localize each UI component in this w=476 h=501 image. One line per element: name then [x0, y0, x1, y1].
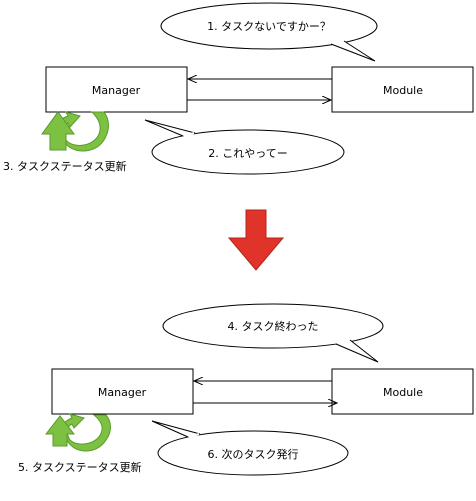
cycle-arrow-icon	[44, 413, 111, 452]
bubble-text-task-request: 1. タスクないですかー？	[207, 20, 331, 33]
bubble-text-task-done: 4. タスク終わった	[228, 319, 319, 333]
module-box-top: Module	[331, 66, 474, 113]
cycle-arrow-icon	[41, 111, 109, 152]
bubble-text-do-this: 2. これやってー	[208, 147, 287, 160]
cycle-label-status-update: 5. タスクステータス更新	[18, 460, 142, 474]
manager-box-top: Manager	[45, 66, 188, 113]
speech-bubble-module-top: 1. タスクないですかー？	[160, 2, 378, 62]
speech-bubble-module-bottom: 4. タスク終わった	[162, 303, 384, 363]
module-box-bottom: Module	[331, 368, 474, 415]
speech-bubble-manager-top: 2. これやってー	[144, 119, 345, 175]
cycle-label-status-update: 3. タスクステータス更新	[3, 159, 127, 173]
down-arrow-icon	[227, 209, 285, 271]
manager-label: Manager	[98, 386, 147, 399]
manager-label: Manager	[92, 84, 141, 97]
manager-box-bottom: Manager	[51, 368, 194, 415]
speech-bubble-manager-bottom: 6. 次のタスク発行	[151, 420, 349, 476]
module-label: Module	[383, 386, 423, 399]
bubble-text-next-task: 6. 次のタスク発行	[208, 447, 299, 461]
module-label: Module	[383, 84, 423, 97]
